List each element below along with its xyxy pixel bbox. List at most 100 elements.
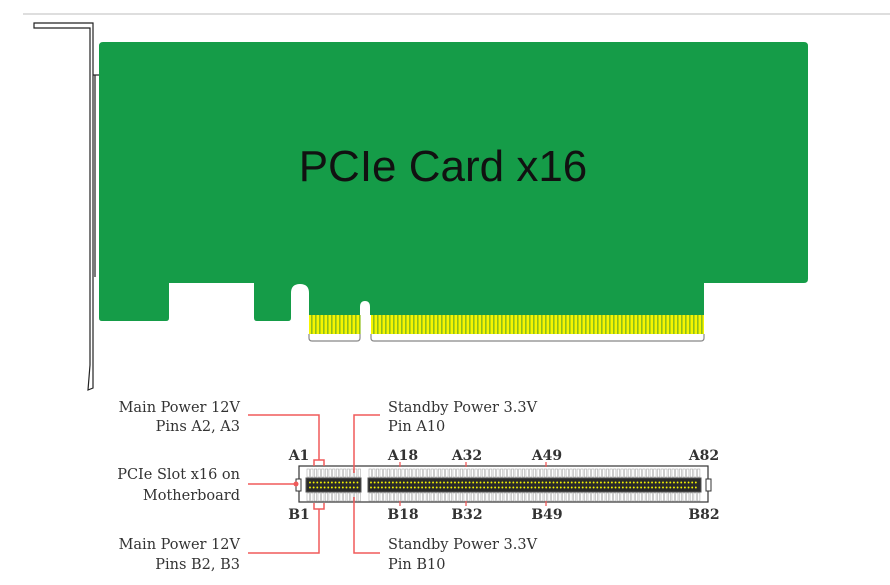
slot-contact-dot [446, 486, 449, 489]
contact-finger-gap [347, 315, 349, 334]
slot-pin [456, 492, 460, 502]
slot-pin [616, 468, 620, 478]
slot-contact-dot [519, 486, 522, 489]
slot-contact-dot [316, 486, 319, 489]
contact-finger-gap [525, 315, 527, 334]
slot-pin [459, 492, 463, 502]
slot-contact-dot [316, 481, 319, 484]
slot-pin [485, 468, 489, 478]
slot-pin [686, 468, 690, 478]
slot-contact-dot [421, 481, 424, 484]
slot-contact-dot [417, 481, 420, 484]
slot-contact-dot [486, 481, 489, 484]
slot-contact-dot [428, 486, 431, 489]
contact-finger-gap [585, 315, 587, 334]
callout-lines [248, 414, 380, 554]
slot-contact-dot [373, 481, 376, 484]
slot-contact-dot [334, 486, 337, 489]
slot-pin [357, 492, 361, 502]
slot-contact-dot [327, 481, 330, 484]
slot-contact-dot [413, 486, 416, 489]
slot-pin [485, 492, 489, 502]
contact-finger-gap [323, 315, 325, 334]
contact-finger-gap [701, 315, 703, 334]
slot-pin [565, 492, 569, 502]
contact-finger-gap [453, 315, 455, 334]
slot-contact-dot [673, 486, 675, 489]
slot-contact-dot [673, 481, 675, 484]
slot-pin [427, 492, 431, 502]
slot-contact-dot [508, 486, 511, 489]
pin-label-a18: A18 [387, 448, 418, 464]
slot-pin [667, 468, 671, 478]
slot-contact-dot [323, 481, 326, 484]
slot-pin [343, 492, 347, 502]
slot-pin [500, 492, 504, 502]
contact-finger-gap [681, 315, 683, 334]
contact-finger-gap [401, 315, 403, 334]
slot-contact-dot [625, 486, 628, 489]
slot-contact-dot [413, 481, 416, 484]
slot-contact-dot [665, 486, 668, 489]
slot-pin [543, 468, 547, 478]
slot-contact-dot [330, 481, 333, 484]
slot-contact-dot [356, 486, 359, 489]
slot-contact-dot [334, 481, 337, 484]
slot-pin [653, 492, 657, 502]
slot-pin [481, 492, 485, 502]
slot-contact-dot [654, 481, 657, 484]
contact-finger-gap [665, 315, 667, 334]
slot-contact-dot [610, 481, 613, 484]
slot-contact-dot [472, 481, 475, 484]
slot-contact-dot [497, 481, 500, 484]
pin-label-a82: A82 [688, 448, 719, 464]
edge-outline-short [308, 334, 361, 342]
slot-contact-dot [669, 481, 672, 484]
slot-pin [470, 468, 474, 478]
slot-contact-dot [581, 486, 584, 489]
slot-contact-dot [552, 481, 555, 484]
slot-contact-dot [530, 481, 533, 484]
slot-contact-dot [391, 486, 394, 489]
slot-contact-dot [694, 486, 697, 489]
slot-contact-dot [548, 486, 551, 489]
slot-contact-dot [410, 481, 413, 484]
slot-contact-dot [545, 486, 548, 489]
slot-pin [375, 468, 379, 478]
contact-finger-gap [677, 315, 679, 334]
slot-pin [521, 492, 525, 502]
slot-contact-dot [432, 486, 434, 489]
contact-finger-gap [513, 315, 515, 334]
slot-contact-dot [603, 486, 606, 489]
slot-callout-dot [293, 481, 299, 487]
slot-contact-dot [406, 481, 409, 484]
slot-pin [401, 492, 405, 502]
slot-pin [573, 492, 577, 502]
slot-contact-dot [356, 481, 359, 484]
slot-pin [664, 492, 668, 502]
slot-pin [554, 492, 558, 502]
slot-contact-dot [676, 486, 679, 489]
slot-pin [598, 468, 602, 478]
slot-pin [649, 468, 653, 478]
slot-contact-dot [439, 486, 442, 489]
slot-pin [474, 468, 478, 478]
slot-pin [609, 492, 613, 502]
contact-finger-gap [315, 315, 317, 334]
slot-pin [693, 492, 697, 502]
slot-contact-dot [589, 481, 591, 484]
contact-finger-gap [529, 315, 531, 334]
slot-contact-dot [578, 481, 580, 484]
slot-pin [529, 468, 533, 478]
slot-pin [686, 492, 690, 502]
slot-pin [591, 468, 595, 478]
slot-contact-dot [341, 486, 344, 489]
slot-contact-dot [574, 481, 577, 484]
slot-contact-dot [384, 481, 387, 484]
slot-pin [445, 492, 449, 502]
slot-contact-dot [585, 486, 588, 489]
slot-contact-dot [629, 486, 632, 489]
contact-finger-gap [697, 315, 699, 334]
slot-contact-dot [559, 481, 562, 484]
slot-pin [405, 468, 409, 478]
